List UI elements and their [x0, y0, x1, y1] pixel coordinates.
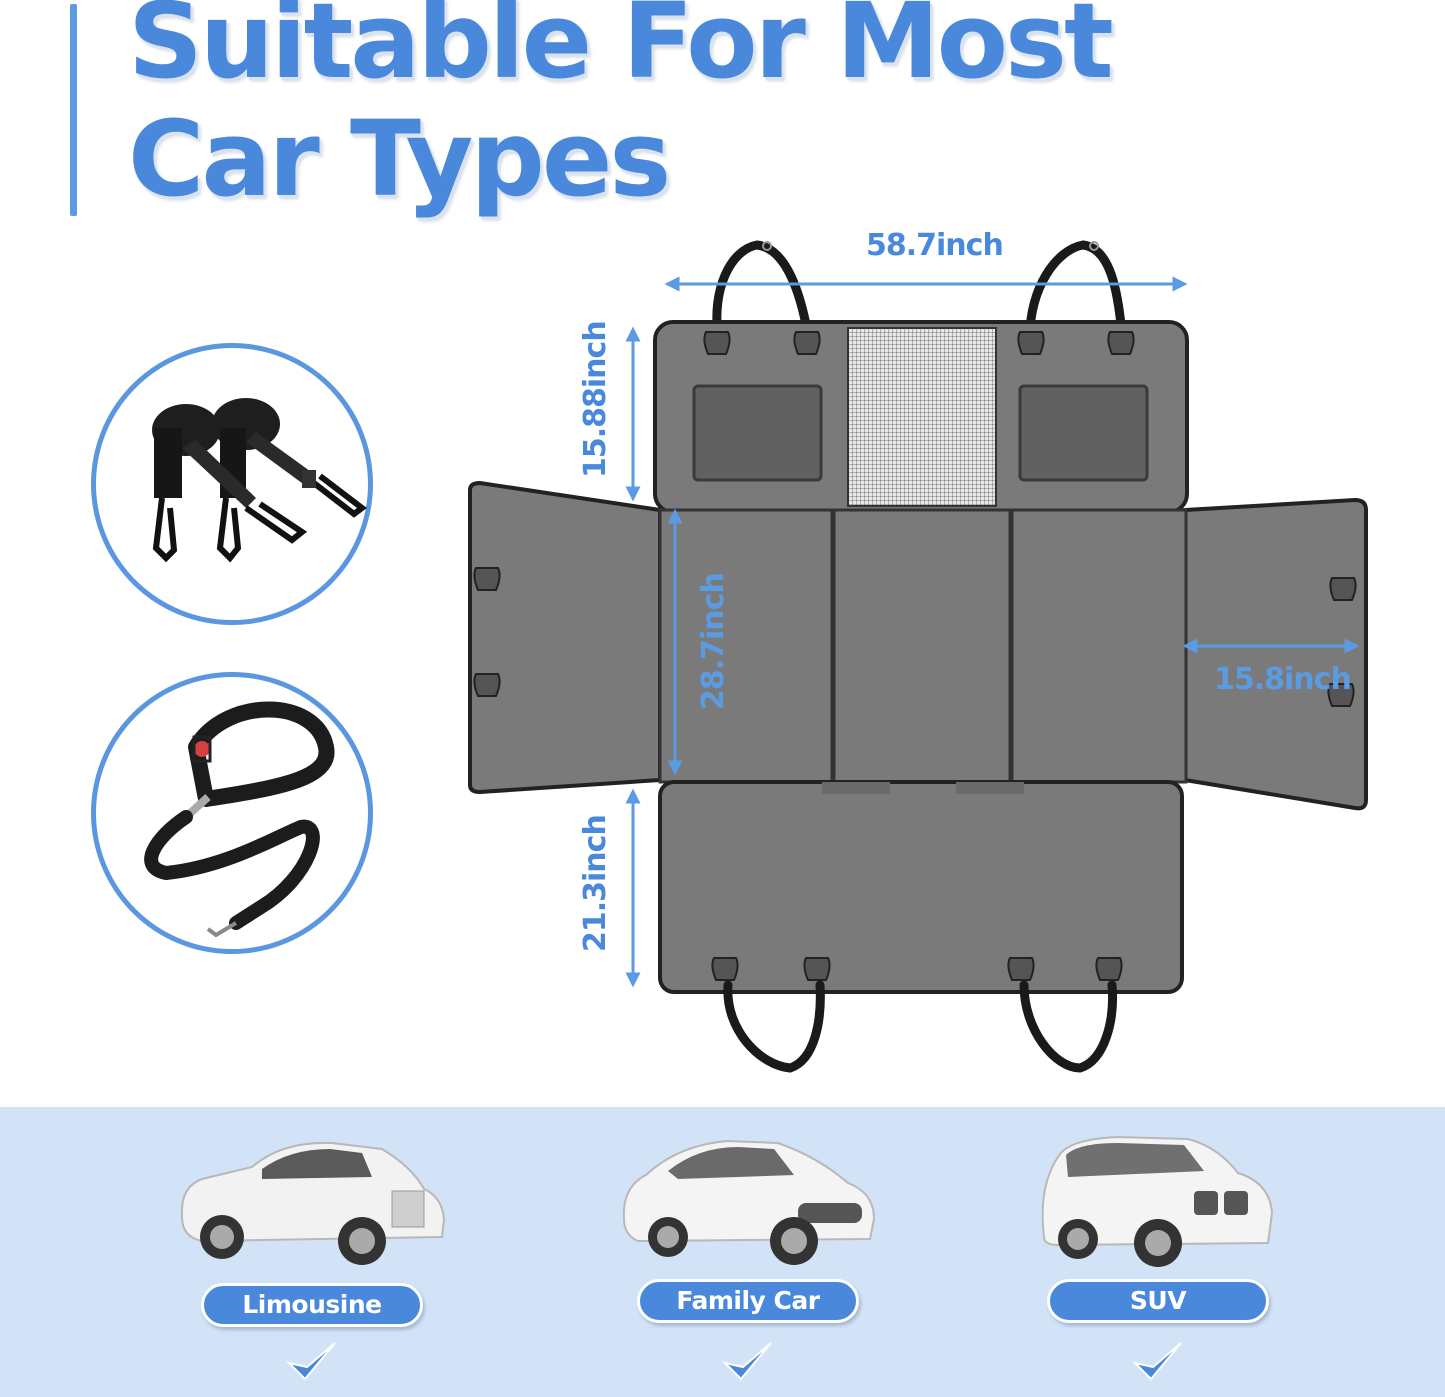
- top-straps: [712, 240, 1127, 340]
- accessory-straps: [91, 343, 373, 625]
- car-type-label: SUV: [1047, 1279, 1269, 1323]
- checkmark-icon: [285, 1342, 336, 1381]
- car-type-family-car: Family Car: [598, 1107, 898, 1397]
- dimension-top-height: 15.88inch: [578, 321, 613, 478]
- leash-icon: [144, 701, 335, 938]
- page-title: Suitable For Most Car Types: [128, 0, 1114, 220]
- title-line-2: Car Types: [128, 98, 671, 220]
- car-type-label: Family Car: [637, 1279, 859, 1323]
- seat-cover-diagram: [468, 240, 1368, 1073]
- strap-hooks-icon: [152, 398, 367, 563]
- suv-car-icon: [1041, 1135, 1274, 1267]
- dimension-width: 58.7inch: [866, 228, 1004, 263]
- dimension-seat-depth: 28.7inch: [696, 573, 731, 710]
- car-type-label: Limousine: [201, 1283, 423, 1327]
- car-type-suv: SUV: [1008, 1107, 1308, 1397]
- family-car-icon: [622, 1139, 876, 1265]
- accessory-leash: [91, 672, 373, 954]
- bottom-straps: [723, 980, 1117, 1073]
- car-types-section: Limousine Family Car SUV: [0, 1107, 1445, 1397]
- limousine-car-icon: [180, 1141, 446, 1265]
- dimension-side-flap: 15.8inch: [1214, 662, 1352, 697]
- checkmark-icon: [1131, 1342, 1182, 1381]
- title-accent-bar: [70, 4, 77, 216]
- checkmark-icon: [721, 1342, 772, 1381]
- dimension-arrows: [625, 276, 1360, 988]
- car-type-limousine: Limousine: [162, 1107, 462, 1397]
- anchor-tabs: [473, 331, 1357, 981]
- title-line-1: Suitable For Most: [128, 0, 1114, 102]
- dimension-bottom-height: 21.3inch: [578, 815, 613, 952]
